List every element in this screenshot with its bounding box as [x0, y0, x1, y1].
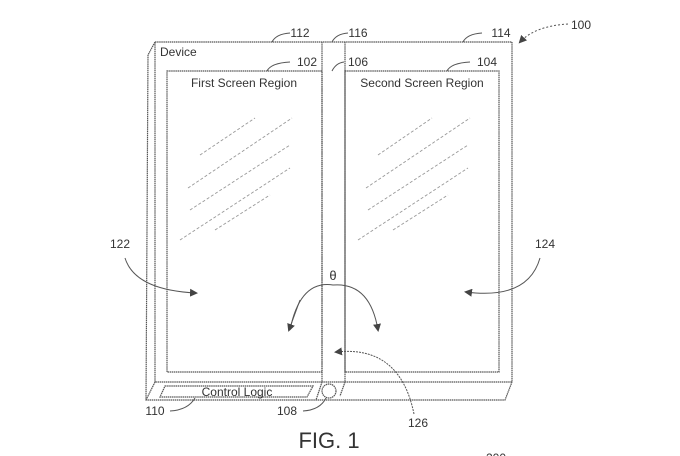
rotation-arrow-icon: [289, 284, 381, 332]
second-screen-region: [344, 70, 500, 373]
svg-text:122: 122: [110, 237, 130, 251]
svg-text:100: 100: [571, 18, 591, 32]
angle-label: θ: [329, 268, 336, 283]
svg-text:116: 116: [348, 26, 367, 40]
svg-text:108: 108: [277, 404, 297, 418]
first-screen-label: First Screen Region: [191, 76, 297, 90]
svg-text:102: 102: [297, 55, 317, 69]
svg-text:110: 110: [145, 404, 164, 418]
control-logic-box: [159, 385, 315, 398]
svg-text:104: 104: [477, 55, 497, 69]
next-page-ref: 200: [486, 451, 506, 456]
svg-text:126: 126: [408, 416, 428, 430]
svg-text:114: 114: [491, 26, 510, 40]
reference-numerals: 112 116 114 100 102 106 104 122 124 110 …: [110, 18, 591, 430]
first-screen-region: [166, 70, 323, 373]
control-logic-label: Control Logic: [202, 385, 273, 399]
hinge-sensor-icon: [321, 383, 337, 399]
svg-text:112: 112: [290, 26, 309, 40]
svg-text:124: 124: [535, 237, 555, 251]
hinge: [315, 42, 346, 401]
figure-caption: FIG. 1: [298, 428, 359, 453]
svg-text:106: 106: [348, 55, 368, 69]
screen-glare-right: [357, 117, 471, 241]
device-body: [145, 41, 513, 401]
second-screen-label: Second Screen Region: [360, 76, 483, 90]
device-label: Device: [160, 45, 197, 59]
screen-glare-left: [179, 117, 293, 241]
